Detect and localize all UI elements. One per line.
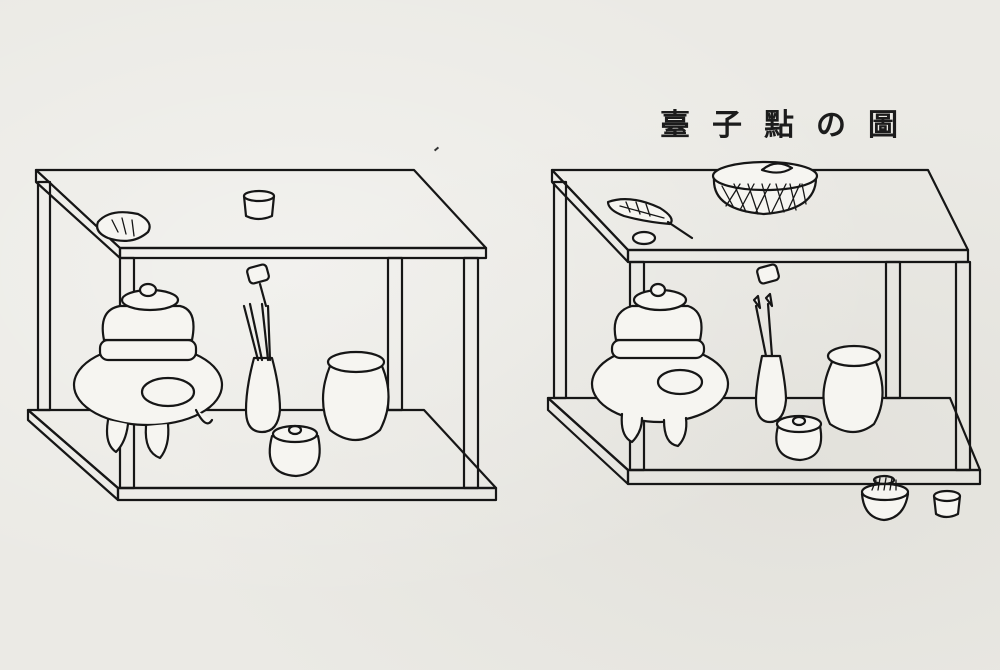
right-incense-lid: [631, 230, 657, 246]
left-post-back-left: [36, 180, 52, 412]
right-tea-bowl-with-whisk: [860, 474, 910, 522]
right-post-back-left: [552, 180, 568, 400]
page-title: 臺子點の圖: [660, 108, 920, 143]
left-shell-incense-holder: [96, 211, 151, 243]
right-brazier-kettle: [590, 282, 730, 448]
left-tea-caddy-top: [242, 189, 276, 221]
left-post-front-right: [462, 256, 480, 490]
right-post-back-right: [884, 260, 902, 400]
left-base-board: [26, 408, 498, 502]
left-water-jar: [321, 350, 390, 442]
right-utensil-stand: [752, 263, 788, 424]
right-tea-caddy: [932, 489, 962, 519]
right-water-jar: [822, 344, 884, 434]
right-base-board: [546, 396, 982, 486]
right-post-front-right: [954, 260, 972, 472]
left-waste-bowl: [268, 424, 321, 478]
right-daisu-illustration: [546, 160, 982, 522]
right-feather-brush: [606, 197, 694, 240]
right-waste-bowl: [775, 414, 823, 462]
left-brazier-kettle: [72, 282, 224, 460]
left-daisu-illustration: [26, 168, 498, 502]
right-charcoal-basket: [711, 160, 819, 216]
left-utensil-stand: [242, 263, 282, 434]
left-post-back-right: [386, 256, 404, 412]
